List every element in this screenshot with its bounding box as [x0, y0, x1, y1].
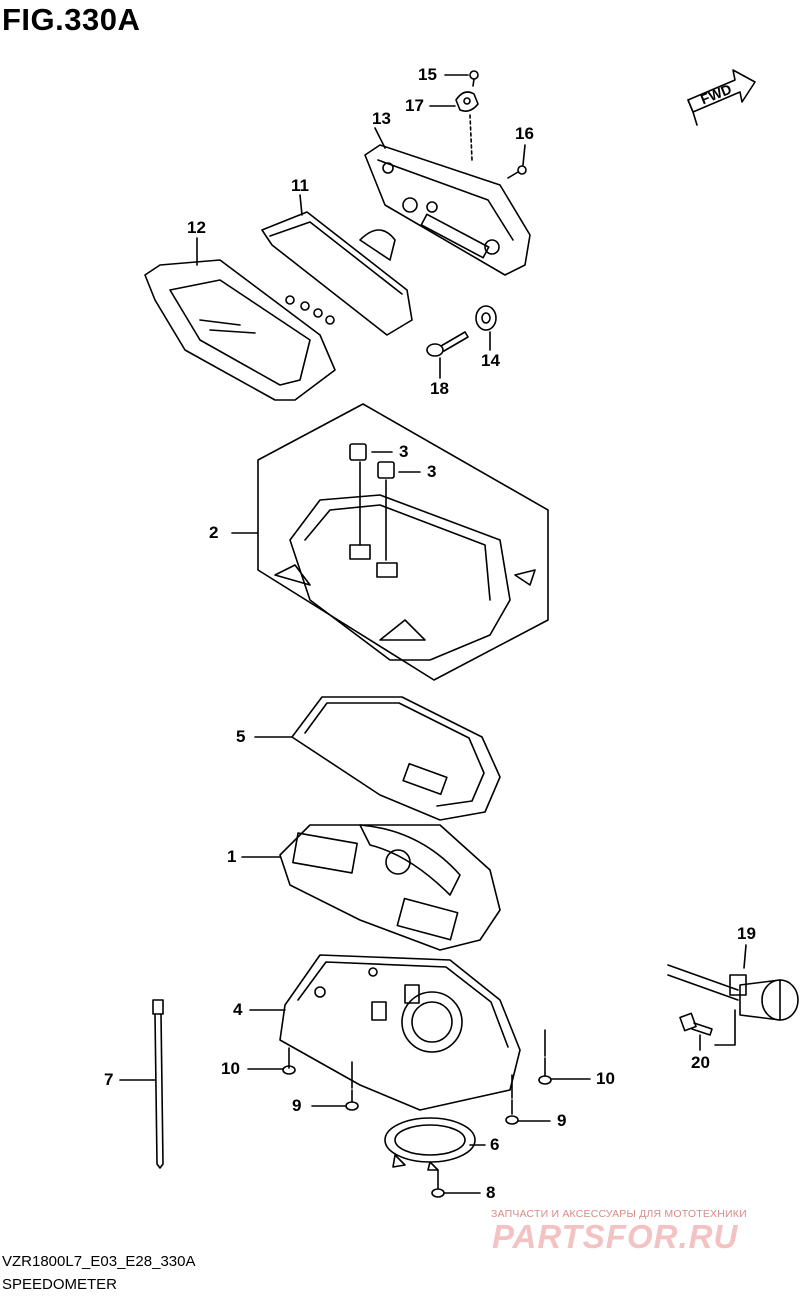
callout-9-right: 9	[557, 1111, 567, 1130]
section-name: SPEEDOMETER	[2, 1276, 118, 1293]
callout-11: 11	[291, 176, 309, 195]
part-2-case	[274, 494, 536, 661]
part-14-grommet	[475, 305, 497, 331]
part-15-screw	[469, 70, 479, 87]
callout-8: 8	[486, 1183, 496, 1202]
callout-14: 14	[481, 351, 500, 370]
part-9-screw-left	[345, 1089, 359, 1111]
part-4-lower-case	[279, 954, 521, 1111]
part-12-cover	[144, 259, 336, 401]
part-11-meter-body	[261, 211, 413, 336]
part-3-cap-upper	[349, 443, 367, 461]
callout-6: 6	[490, 1135, 500, 1154]
watermark-logo: PARTSFOR.RU	[492, 1218, 739, 1255]
callout-13: 13	[372, 109, 391, 128]
part-18-bolt	[426, 331, 469, 357]
callout-2: 2	[209, 523, 219, 542]
part-13-bracket	[364, 144, 531, 276]
callout-10-left: 10	[221, 1059, 240, 1078]
callout-18: 18	[430, 379, 449, 398]
part-10-screw-left	[282, 1047, 296, 1075]
watermark-tagline: ЗАПЧАСТИ И АКСЕССУАРЫ ДЛЯ МОТОТЕХНИКИ	[491, 1208, 747, 1220]
figure-title: FIG.330A	[2, 2, 141, 37]
callout-3-upper: 3	[399, 442, 409, 461]
part-10-screw-right	[538, 1057, 552, 1085]
callout-7: 7	[104, 1070, 114, 1089]
part-19-sensor	[667, 964, 799, 1021]
callout-20: 20	[691, 1053, 710, 1072]
part-16-screw	[507, 165, 527, 179]
part-17-clamp	[455, 91, 479, 112]
callout-4: 4	[233, 1000, 243, 1019]
model-code: VZR1800L7_E03_E28_330A	[2, 1253, 196, 1270]
part-9-screw-right	[505, 1099, 519, 1125]
part-3-cap-lower	[377, 461, 395, 479]
callout-10-right: 10	[596, 1069, 615, 1088]
assembly-2-box	[257, 403, 549, 681]
callout-15: 15	[418, 65, 437, 84]
part-1-meter-unit	[279, 824, 501, 951]
callout-12: 12	[187, 218, 206, 237]
part-7-cable-tie	[152, 999, 164, 1169]
part-6-ring	[384, 1117, 476, 1171]
callout-17: 17	[405, 96, 424, 115]
part-5-lens	[291, 696, 501, 821]
callout-16: 16	[515, 124, 534, 143]
callout-9-left: 9	[292, 1096, 302, 1115]
callout-1: 1	[227, 847, 237, 866]
callout-5: 5	[236, 727, 246, 746]
part-8-screw	[431, 1169, 445, 1198]
part-20-bolt	[679, 1012, 713, 1036]
forward-arrow-icon	[687, 69, 756, 126]
callout-19: 19	[737, 924, 756, 943]
callout-3-lower: 3	[427, 462, 437, 481]
